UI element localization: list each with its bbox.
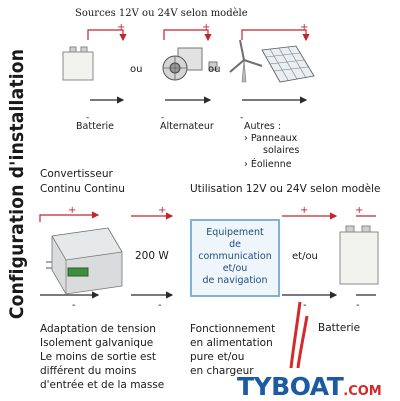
battery-output-label: Batterie — [318, 322, 361, 334]
polarity-minus: - — [303, 300, 307, 311]
or-label: ou — [130, 64, 143, 75]
alternator-label: Alternateur — [160, 121, 214, 132]
box-text: de navigation — [202, 275, 268, 286]
others-item: › Éolienne — [244, 159, 292, 170]
or-label: ou — [208, 64, 221, 75]
box-text: communication — [198, 251, 272, 262]
battery-icon — [62, 46, 94, 81]
side-title: Configuration d'installation — [6, 48, 28, 320]
polarity-plus: + — [68, 205, 77, 216]
solar-panel-icon — [261, 45, 315, 83]
watermark-stripes — [289, 301, 309, 369]
converter-desc: Isolement galvanique — [40, 337, 154, 349]
converter-desc: Adaptation de tension — [40, 323, 156, 335]
converter-icon — [46, 227, 123, 295]
positive-wire — [163, 29, 212, 42]
converter-desc: Le moins de sortie est — [40, 351, 157, 363]
polarity-minus: - — [72, 300, 76, 311]
battery-icon — [339, 225, 379, 285]
usage-desc: en chargeur — [190, 365, 254, 377]
polarity-minus: - — [158, 300, 162, 311]
positive-wire — [39, 211, 100, 222]
polarity-minus: - — [240, 113, 244, 123]
usage-desc: Fonctionnement — [190, 323, 276, 335]
polarity-plus: + — [158, 205, 167, 216]
converter-desc: d'entrée et de la masse — [40, 379, 165, 391]
box-text: et/ou — [222, 263, 248, 274]
polarity-plus: + — [202, 22, 211, 33]
brand-name: TYBOAT — [237, 372, 344, 401]
brand-suffix: .COM — [343, 384, 382, 399]
polarity-plus: + — [300, 205, 309, 216]
communication-equipment-box: Equipement de communication et/ou de nav… — [190, 219, 280, 297]
polarity-plus: + — [355, 205, 364, 216]
polarity-minus: - — [86, 113, 90, 123]
converter-desc: différent du moins — [40, 365, 137, 377]
usage-title: Utilisation 12V ou 24V selon modèle — [190, 183, 381, 195]
converter-title: Continu Continu — [40, 183, 125, 195]
box-text: de — [229, 239, 241, 250]
wind-turbine-icon — [229, 39, 263, 83]
polarity-minus: - — [356, 300, 360, 311]
alternator-icon — [162, 47, 218, 81]
converter-power: 200 W — [135, 250, 169, 262]
battery-source-label: Batterie — [76, 121, 115, 132]
polarity-plus: + — [300, 22, 309, 33]
others-item: › Panneaux — [244, 133, 298, 144]
usage-desc: en alimentation — [190, 337, 273, 349]
others-label: Autres : — [244, 121, 281, 132]
polarity-minus: - — [161, 113, 165, 123]
usage-desc: pure et/ou — [190, 351, 245, 363]
converter-title: Convertisseur — [40, 168, 113, 180]
sources-title: Sources 12V ou 24V selon modèle — [75, 8, 248, 19]
box-text: Equipement — [206, 227, 264, 238]
or-label: et/ou — [292, 251, 318, 262]
tyboat-logo: TYBOAT.COM — [237, 372, 382, 401]
others-item: solaires — [263, 145, 300, 156]
positive-wire — [87, 29, 127, 42]
polarity-plus: + — [117, 22, 126, 33]
positive-wire — [241, 29, 310, 42]
